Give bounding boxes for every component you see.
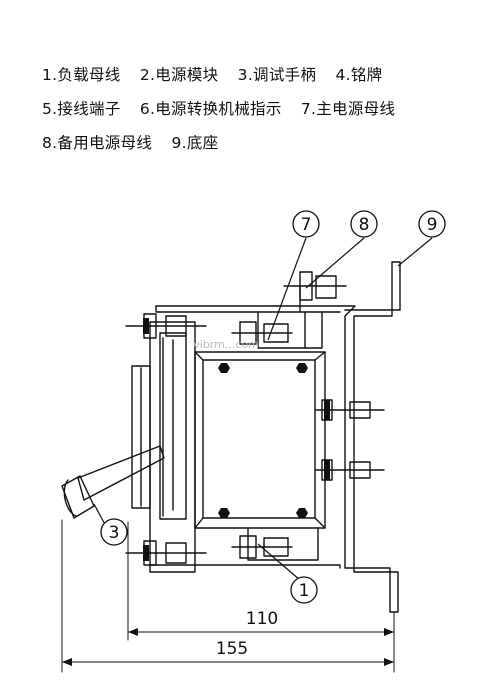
svg-text:9: 9 — [427, 215, 438, 235]
leader-7 — [267, 237, 307, 341]
legend-item-load-busbar: 1.负载母线 — [42, 66, 121, 84]
top-right-bolt — [283, 271, 347, 313]
top-left-bolt — [125, 313, 207, 339]
bottom-left-bolt — [125, 540, 207, 566]
svg-text:110: 110 — [246, 609, 278, 629]
callout-1: 1 — [290, 576, 318, 604]
legend-line-3: 8.备用电源母线 9.底座 — [42, 126, 482, 160]
load-busbar — [231, 527, 319, 561]
legend-item-transfer-indicator: 6.电源转换机械指示 — [139, 100, 282, 118]
legend-item-power-module: 2.电源模块 — [139, 66, 219, 84]
svg-text:3: 3 — [109, 523, 120, 543]
leader-8 — [305, 237, 365, 289]
svg-text:7: 7 — [301, 215, 312, 235]
callout-7: 7 — [292, 210, 320, 238]
legend: 1.负载母线 2.电源模块 3.调试手柄 4.铭牌 5.接线端子 6.电源转换机… — [42, 58, 482, 160]
debug-handle — [61, 445, 165, 519]
callout-8: 8 — [350, 210, 378, 238]
callout-3: 3 — [100, 518, 128, 546]
module-nuts — [143, 318, 330, 561]
legend-item-base: 9.底座 — [171, 134, 219, 152]
callout-9: 9 — [418, 210, 446, 238]
dimension-110: 110 — [128, 609, 394, 636]
legend-item-debug-handle: 3.调试手柄 — [237, 66, 317, 84]
leader-1 — [257, 543, 301, 581]
leader-9 — [397, 237, 433, 267]
main-busbar — [231, 311, 323, 349]
legend-item-nameplate: 4.铭牌 — [335, 66, 383, 84]
svg-text:8: 8 — [359, 215, 370, 235]
svg-text:155: 155 — [216, 639, 248, 659]
watermark: vibrm...com — [193, 338, 259, 351]
front-panel — [131, 321, 196, 573]
power-module — [194, 351, 326, 529]
svg-text:1: 1 — [299, 581, 310, 601]
legend-line-2: 5.接线端子 6.电源转换机械指示 7.主电源母线 — [42, 92, 482, 126]
legend-item-main-busbar: 7.主电源母线 — [300, 100, 396, 118]
legend-item-backup-busbar: 8.备用电源母线 — [42, 134, 153, 152]
legend-item-terminal: 5.接线端子 — [42, 100, 121, 118]
legend-line-1: 1.负载母线 2.电源模块 3.调试手柄 4.铭牌 — [42, 58, 482, 92]
dimension-155: 155 — [62, 639, 394, 666]
